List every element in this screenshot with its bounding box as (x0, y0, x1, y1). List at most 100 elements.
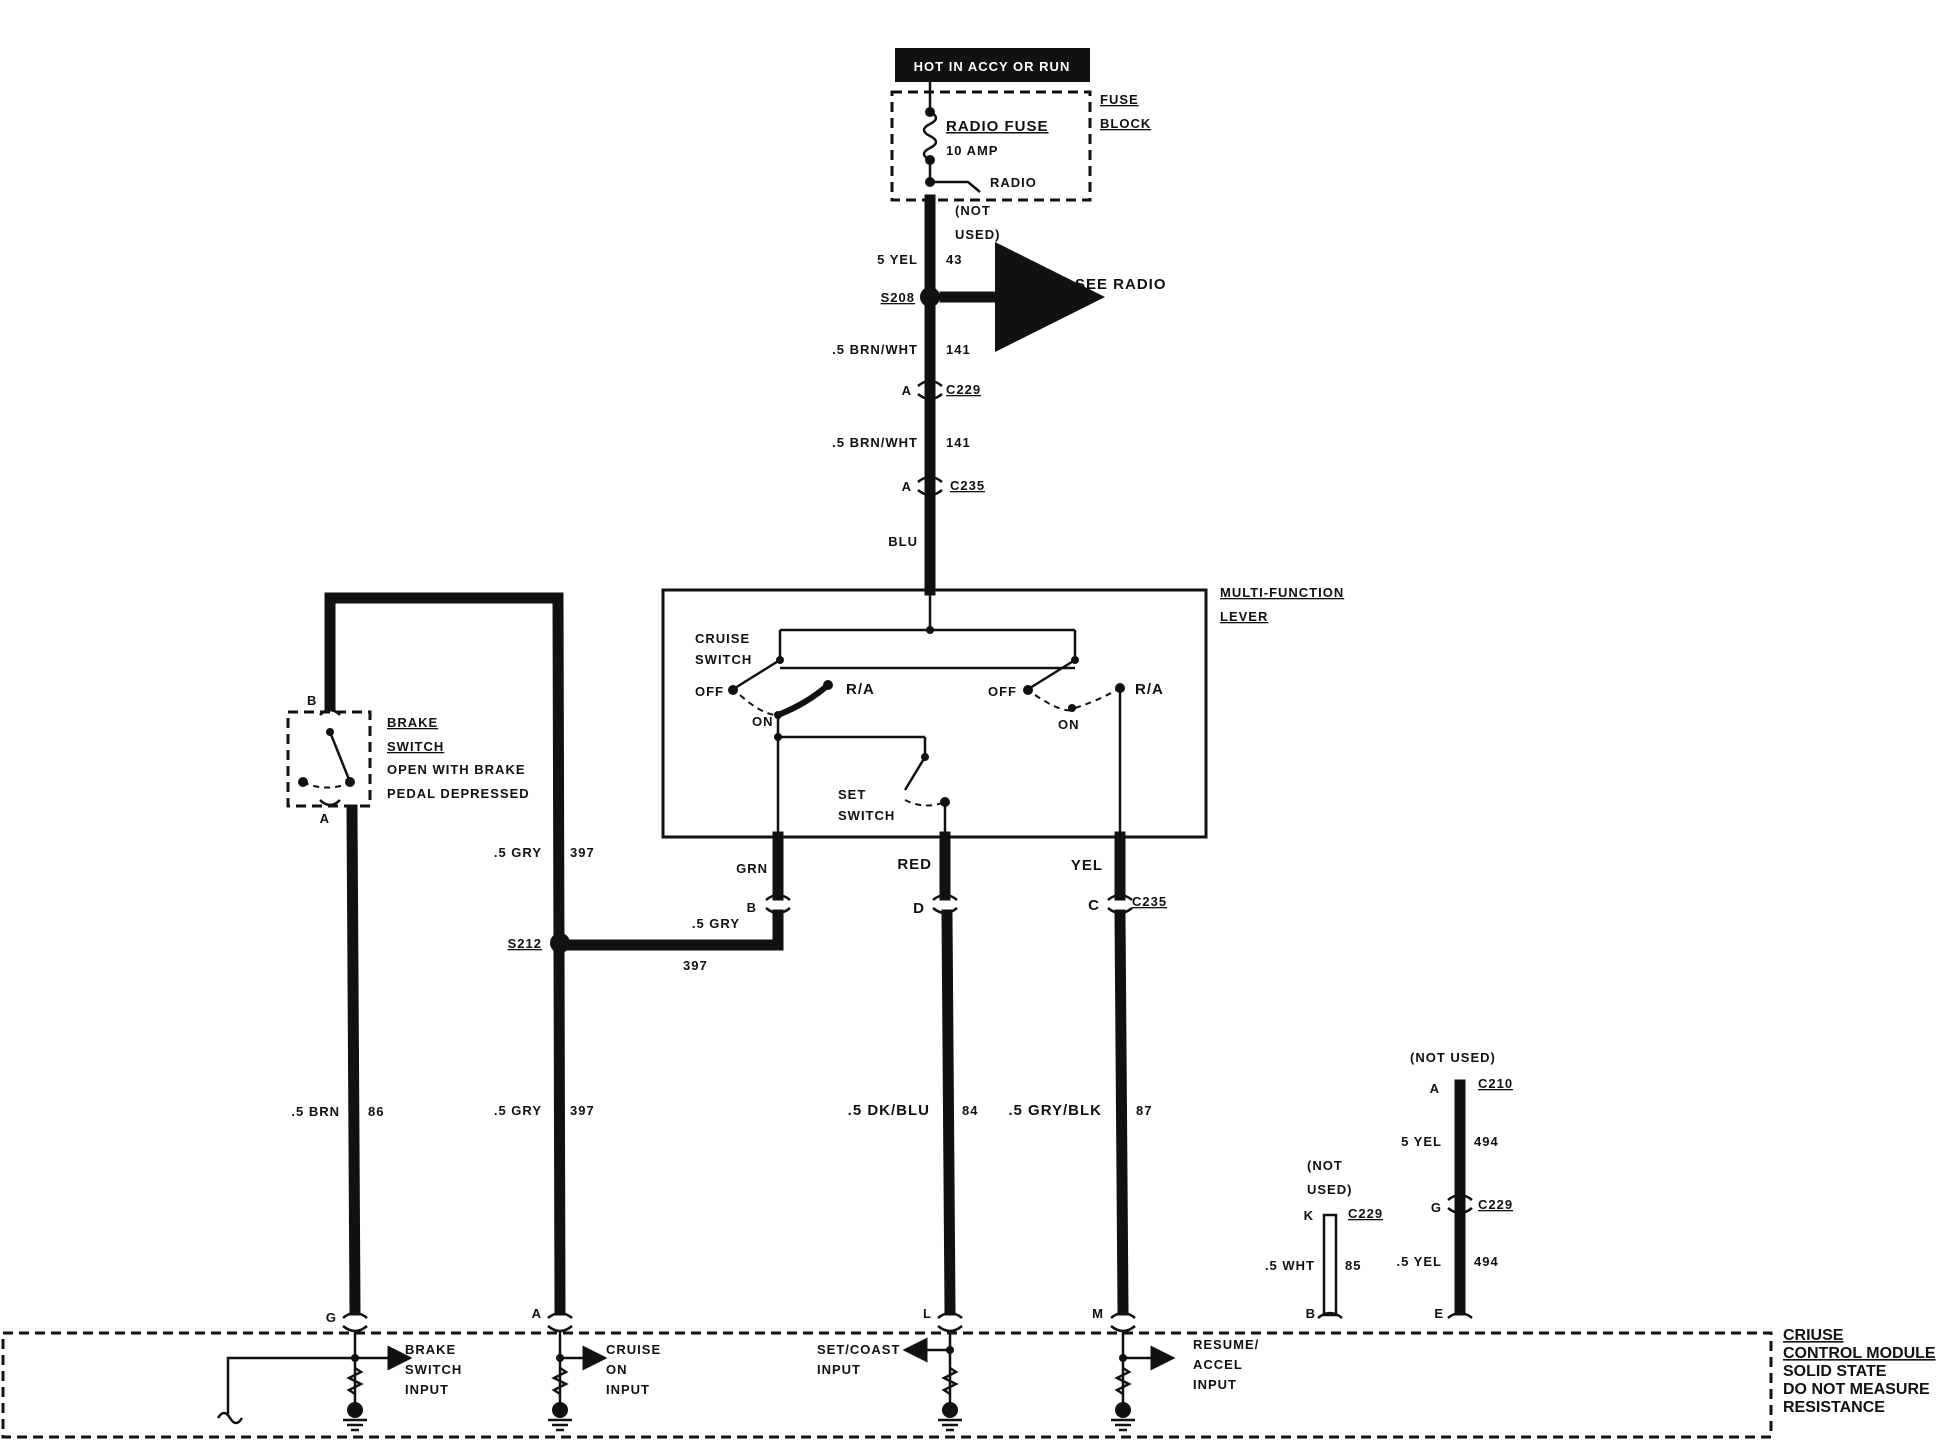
svg-text:ACCEL: ACCEL (1193, 1357, 1243, 1372)
c229-not-used-2: USED) (1307, 1182, 1352, 1197)
c210-label: C210 (1478, 1076, 1513, 1091)
red-label: RED (897, 856, 932, 873)
svg-text:C229: C229 (946, 382, 981, 397)
module-pin-a: A (532, 1306, 542, 1321)
wire-87-color: .5 GRY/BLK (1008, 1102, 1102, 1119)
ground-icon (942, 1402, 958, 1418)
brake-pin-a: A (320, 811, 330, 826)
wire-43-circuit: 43 (946, 252, 962, 267)
wire-494b-color: .5 YEL (1396, 1254, 1442, 1269)
module-title-1: CRIUSE (1783, 1327, 1844, 1344)
pin-b-label: B (747, 900, 757, 915)
wire-397-color-h: .5 GRY (692, 916, 740, 931)
wire-86-circuit: 86 (368, 1104, 384, 1119)
splice-s212-label: S212 (508, 936, 542, 951)
wire-397a-color: .5 GRY (494, 845, 542, 860)
cruise-off-label: OFF (695, 684, 724, 699)
multi-function-lever: MULTI-FUNCTION LEVER CRUISE SWITCH OFF O… (661, 585, 1344, 839)
cruise-control-module: CRIUSE CONTROL MODULE SOLID STATE DO NOT… (1, 1306, 1936, 1439)
wire-85-circuit: 85 (1345, 1258, 1361, 1273)
grn-label: GRN (736, 861, 768, 876)
svg-text:RESUME/: RESUME/ (1193, 1337, 1259, 1352)
power-source-box: HOT IN ACCY OR RUN (895, 48, 1090, 82)
wire-494b-circuit: 494 (1474, 1254, 1499, 1269)
c229-k-pin: K (1304, 1208, 1314, 1223)
resume-ra-label: R/A (1135, 681, 1164, 698)
not-used-2: USED) (955, 227, 1000, 242)
splice-s208 (920, 287, 940, 307)
yel-label: YEL (1071, 857, 1103, 874)
see-radio-label: SEE RADIO (1075, 276, 1167, 293)
wire-84-color: .5 DK/BLU (848, 1102, 930, 1119)
brake-switch-desc-2: PEDAL DEPRESSED (387, 786, 530, 801)
brake-switch-title-1: BRAKE (387, 715, 438, 730)
wire-397-circuit-h: 397 (683, 958, 708, 973)
pin-c-label: C (1088, 897, 1100, 914)
c229-not-used-1: (NOT (1307, 1158, 1343, 1173)
radio-fuse-label: RADIO FUSE (946, 118, 1049, 135)
brake-switch-circuit: .5 GRY 397 S212 .5 GRY 397 B A BRAKE SWI… (286, 592, 595, 1316)
svg-text:INPUT: INPUT (606, 1382, 650, 1397)
resume-off-label: OFF (988, 684, 1017, 699)
svg-text:C235: C235 (950, 478, 985, 493)
pin-d-label: D (913, 900, 925, 917)
ac-signal-icon (216, 1411, 244, 1425)
module-pin-m: M (1092, 1306, 1104, 1321)
cruise-switch-label-1: CRUISE (695, 631, 750, 646)
module-title-2: CONTROL MODULE (1783, 1345, 1936, 1362)
module-pin-l: L (923, 1306, 932, 1321)
radio-fuse-rating: 10 AMP (946, 143, 998, 158)
resistor-icon (346, 1366, 364, 1396)
connector-c229-top: A C229 (902, 379, 981, 401)
wire-397b-circuit: 397 (570, 1103, 595, 1118)
svg-text:INPUT: INPUT (1193, 1377, 1237, 1392)
wire-blu-color: BLU (888, 534, 918, 549)
wire-141b-color: .5 BRN/WHT (832, 435, 918, 450)
wire-397b-color: .5 GRY (494, 1103, 542, 1118)
fuse-block-title-2: BLOCK (1100, 116, 1151, 131)
c229-g-pin: G (1431, 1200, 1442, 1215)
mfl-title-1: MULTI-FUNCTION (1220, 585, 1344, 600)
svg-text:ON: ON (606, 1362, 628, 1377)
fuse-block: FUSE BLOCK RADIO FUSE 10 AMP RADIO (NOT … (890, 82, 1151, 242)
svg-text:A: A (902, 383, 912, 398)
radio-tap-label: RADIO (990, 175, 1037, 190)
ground-icon (347, 1402, 363, 1418)
svg-text:CRUISE: CRUISE (606, 1342, 661, 1357)
cruise-switch-label-2: SWITCH (695, 652, 752, 667)
wire-84-circuit: 84 (962, 1103, 978, 1118)
splice-s208-label: S208 (881, 290, 915, 305)
ground-icon (1115, 1402, 1131, 1418)
mfl-title-2: LEVER (1220, 609, 1268, 624)
splice-s212 (550, 933, 570, 953)
wire-85-color: .5 WHT (1265, 1258, 1315, 1273)
c210-not-used: (NOT USED) (1410, 1050, 1496, 1065)
fuse-block-title-1: FUSE (1100, 92, 1139, 107)
set-switch-label-2: SWITCH (838, 808, 895, 823)
unused-circuits: (NOT USED) A C210 5 YEL 494 G C229 .5 YE… (1265, 1050, 1513, 1317)
wire-494a-circuit: 494 (1474, 1134, 1499, 1149)
module-input-cruise-on: CRUISE ON INPUT (548, 1330, 661, 1432)
module-pin-g: G (326, 1310, 337, 1325)
connector-c235-top: A C235 (902, 475, 985, 497)
module-pin-e: E (1434, 1306, 1444, 1321)
power-source-label: HOT IN ACCY OR RUN (914, 59, 1071, 74)
brake-switch-desc-1: OPEN WITH BRAKE (387, 762, 526, 777)
cruise-on-label: ON (752, 714, 774, 729)
set-switch-label-1: SET (838, 787, 866, 802)
module-input-set-coast: SET/COAST INPUT (817, 1330, 962, 1432)
wire-87-circuit: 87 (1136, 1103, 1152, 1118)
main-feed-wire: 5 YEL 43 S208 SEE RADIO .5 BRN/WHT 141 A… (832, 194, 1167, 596)
module-input-resume-accel: RESUME/ ACCEL INPUT (1111, 1330, 1259, 1432)
module-line-3: SOLID STATE (1783, 1363, 1887, 1380)
module-line-5: RESISTANCE (1783, 1399, 1885, 1416)
resume-on-label: ON (1058, 717, 1080, 732)
wire-397a-circuit: 397 (570, 845, 595, 860)
wire-86-color: .5 BRN (291, 1104, 340, 1119)
not-used-1: (NOT (955, 203, 991, 218)
c229-k-label: C229 (1348, 1206, 1383, 1221)
svg-text:SET/COAST: SET/COAST (817, 1342, 900, 1357)
c229-g-label: C229 (1478, 1197, 1513, 1212)
c235-bottom-label: C235 (1132, 894, 1167, 909)
c210-pin: A (1430, 1081, 1440, 1096)
